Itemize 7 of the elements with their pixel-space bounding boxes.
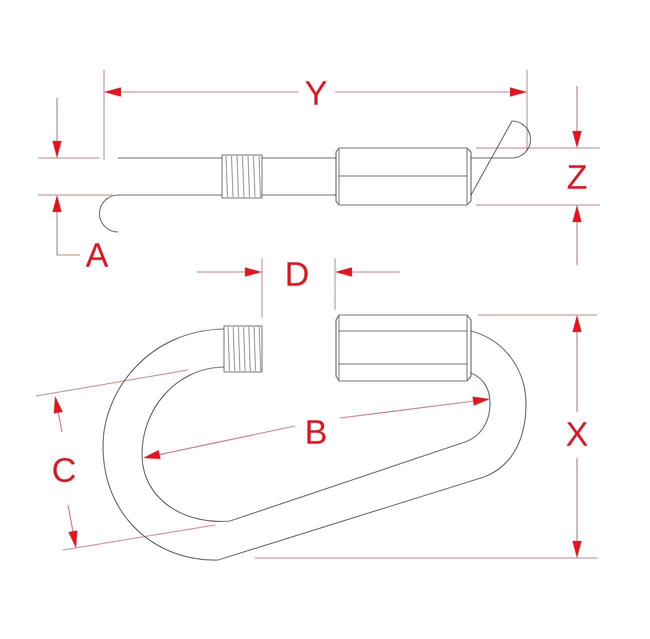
dimension-letter: D <box>288 262 308 286</box>
dimension-letter: C <box>53 458 75 482</box>
dimension-letter: A <box>86 243 108 267</box>
dimension-letter: Z <box>568 165 586 189</box>
dimension-letter: B <box>307 420 326 444</box>
dimension-letter: X <box>566 422 588 446</box>
dimension-letter: Y <box>305 81 327 105</box>
